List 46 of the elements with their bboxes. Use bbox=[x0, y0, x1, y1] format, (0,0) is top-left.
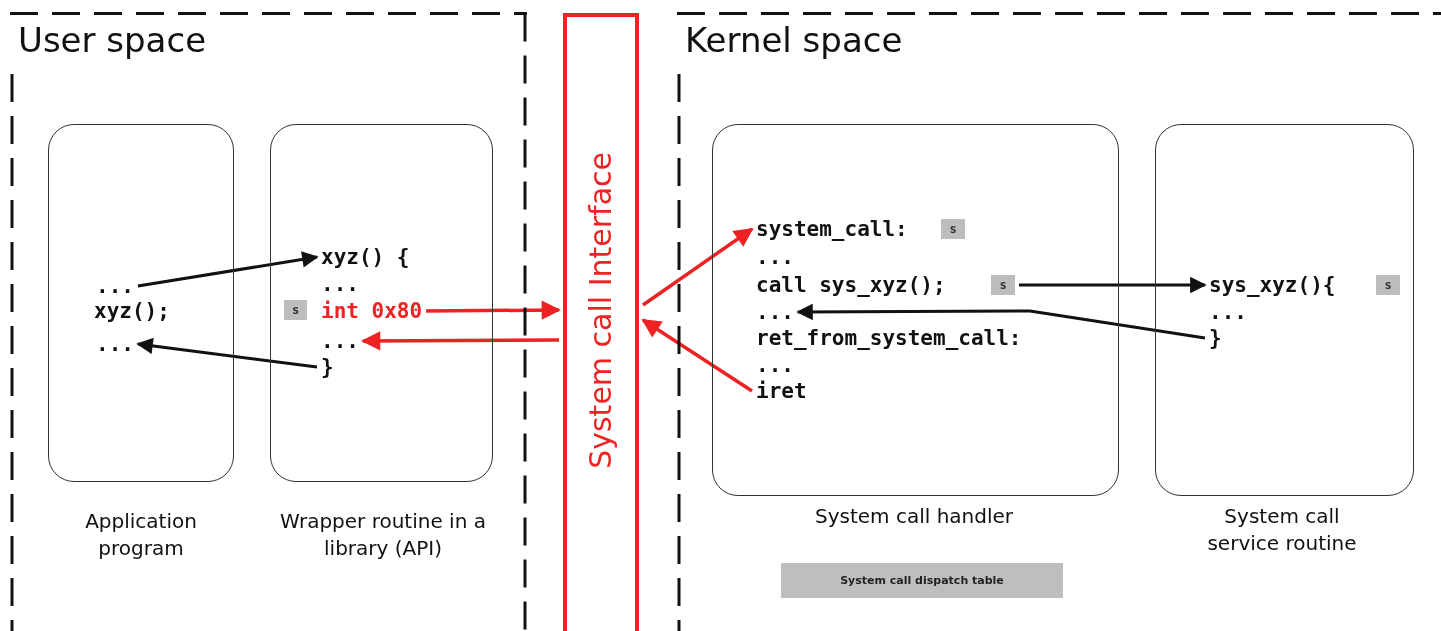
arrow bbox=[1019, 276, 1207, 294]
code-line: sys_xyz(){ bbox=[1209, 273, 1336, 297]
code-line: ... bbox=[756, 300, 794, 324]
region-title: User space bbox=[18, 20, 207, 60]
code-line: ... bbox=[1209, 300, 1247, 324]
arrow bbox=[642, 227, 754, 307]
marker-tag: s bbox=[991, 275, 1015, 295]
interface-title: System call Interface bbox=[583, 152, 619, 469]
code-line: ... bbox=[321, 272, 359, 296]
dispatch-table-bar bbox=[781, 563, 1063, 598]
routine-box bbox=[48, 124, 234, 482]
code-line: xyz() { bbox=[321, 245, 410, 269]
arrow bbox=[136, 337, 318, 369]
code-line: ... bbox=[756, 245, 794, 269]
routine-box bbox=[270, 124, 493, 482]
routine-box bbox=[1155, 124, 1414, 496]
table-title: System call dispatch table bbox=[840, 574, 1004, 587]
interface-bar bbox=[563, 13, 639, 631]
caption-text: Application program bbox=[84, 508, 198, 562]
caption-text: System call service routine bbox=[1206, 503, 1358, 557]
code-line: } bbox=[1209, 326, 1222, 350]
arrow bbox=[641, 318, 753, 393]
arrow bbox=[796, 303, 1206, 340]
code-line: system_call: bbox=[756, 217, 908, 241]
marker-tag: s bbox=[1376, 275, 1400, 295]
code-line: ... bbox=[321, 329, 359, 353]
code-line: ... bbox=[96, 332, 134, 356]
code-line: ... bbox=[756, 353, 794, 377]
routine-box bbox=[712, 124, 1119, 496]
code-line: ... bbox=[96, 274, 134, 298]
marker-tag: s bbox=[941, 219, 965, 239]
code-line: } bbox=[321, 355, 334, 379]
code-line: xyz(); bbox=[94, 299, 170, 323]
arrow bbox=[137, 251, 319, 288]
code-line: int 0x80 bbox=[321, 299, 423, 323]
region-panel bbox=[10, 12, 527, 631]
region-panel bbox=[677, 12, 1441, 631]
caption-text: Wrapper routine in a library (API) bbox=[279, 508, 487, 562]
code-line: iret bbox=[756, 379, 807, 403]
caption-text: System call handler bbox=[815, 503, 1013, 530]
arrow bbox=[426, 300, 561, 320]
region-title: Kernel space bbox=[685, 20, 903, 60]
code-line: call sys_xyz(); bbox=[756, 273, 946, 297]
marker-tag: s bbox=[284, 300, 307, 320]
arrow bbox=[361, 331, 559, 351]
code-line: ret_from_system_call: bbox=[756, 326, 1022, 350]
